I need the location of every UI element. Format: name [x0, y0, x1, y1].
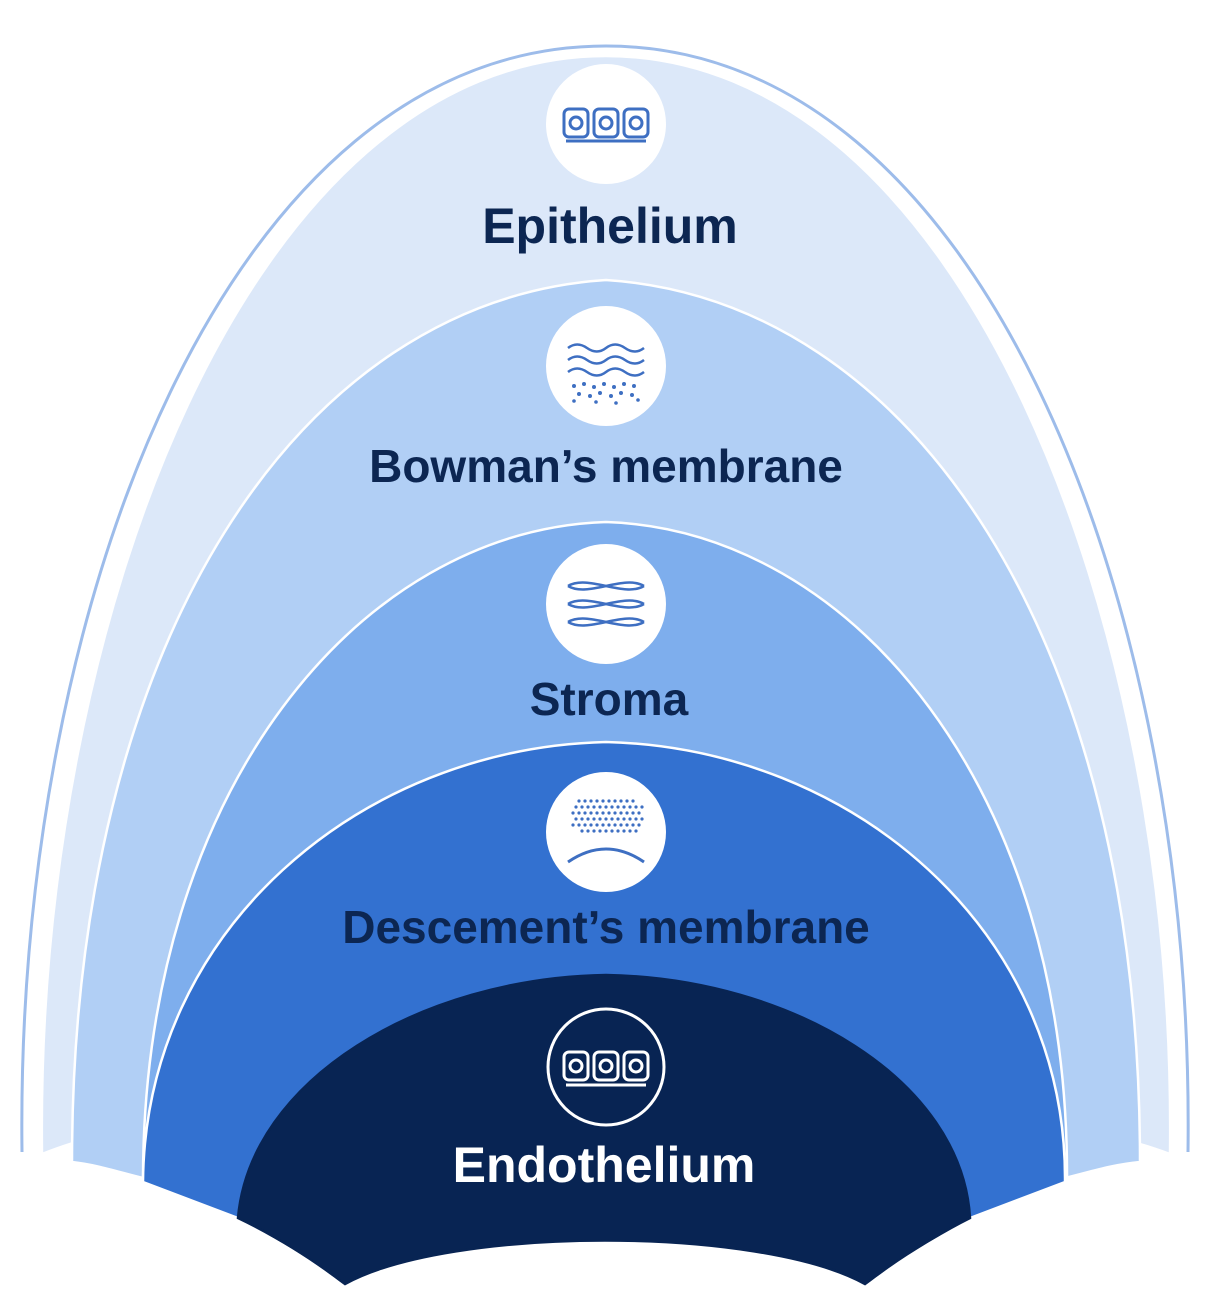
endothelial-cells-icon — [546, 1007, 666, 1127]
label-epithelium: Epithelium — [482, 198, 738, 254]
interwoven-fibers-icon — [546, 544, 666, 664]
outer-rim-right — [605, 44, 1190, 1153]
label-stroma: Stroma — [530, 673, 689, 725]
label-bowmans-membrane: Bowman’s membrane — [369, 440, 843, 492]
corneal-base-center — [345, 1242, 865, 1302]
epithelial-cells-icon — [546, 64, 666, 184]
corneal-base — [0, 1155, 345, 1302]
wavy-lines-dots-icon — [546, 306, 666, 426]
corneal-base-right — [865, 1155, 1208, 1302]
label-descemets-membrane: Descement’s membrane — [342, 901, 870, 953]
outer-rim-left — [20, 44, 607, 1153]
label-endothelium: Endothelium — [453, 1137, 756, 1193]
dotted-arc-icon — [546, 772, 666, 892]
layer-arch-endothelium — [236, 973, 972, 1286]
